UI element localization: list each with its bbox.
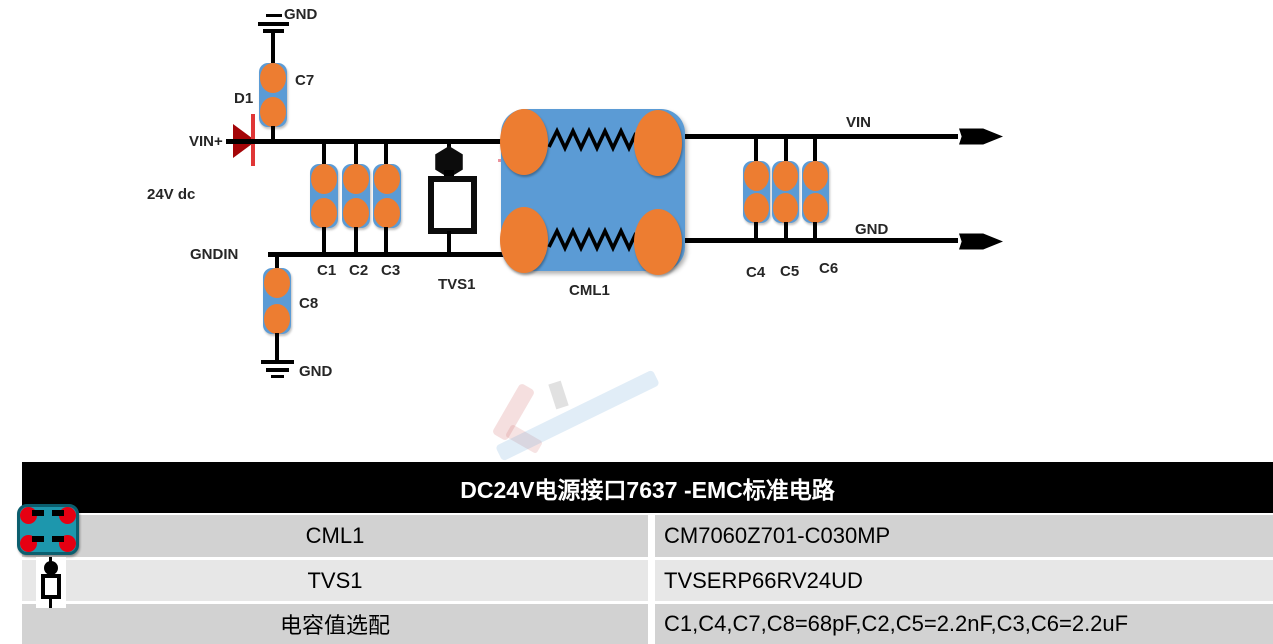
table-row: CML1 CM7060Z701-C030MP (22, 515, 1273, 557)
wire-stub (322, 143, 326, 165)
column-divider (648, 515, 655, 557)
gnd-out-label: GND (855, 221, 889, 238)
d1-label: D1 (234, 90, 254, 107)
cml1-label: CML1 (569, 282, 610, 299)
c3-label: C3 (381, 262, 401, 279)
part-number-cell: C1,C4,C7,C8=68pF,C2,C5=2.2nF,C3,C6=2.2uF (655, 604, 1273, 644)
coil-winding-bottom (547, 226, 638, 253)
column-divider (648, 604, 655, 644)
c2-label: C2 (349, 262, 369, 279)
component-ref-cell: TVS1 (22, 560, 648, 601)
gnd-output-arrow-icon (959, 233, 1003, 250)
tvs-diode-icon (36, 557, 66, 608)
capacitor-c5 (772, 161, 799, 223)
capacitor-c4 (743, 161, 770, 223)
wire-gnd-to-c7 (271, 32, 275, 65)
wire-stub (384, 227, 388, 254)
common-mode-choke-icon (17, 504, 79, 555)
c5-label: C5 (780, 263, 800, 280)
component-ref-cell: CML1 (22, 515, 648, 557)
wire-stub (784, 222, 788, 240)
gnd-top-label: GND (284, 6, 318, 23)
wire-stub (322, 227, 326, 254)
cml1-terminal (500, 207, 548, 273)
vin-output-arrow-icon (959, 128, 1003, 145)
wire-stub (275, 255, 279, 270)
table-row: 电容值选配 C1,C4,C7,C8=68pF,C2,C5=2.2nF,C3,C6… (22, 604, 1273, 644)
capacitor-c3 (373, 164, 401, 228)
supply-voltage-label: 24V dc (147, 186, 196, 203)
table-row: TVS1 TVSERP66RV24UD (22, 560, 1273, 601)
gnd-bottom-label: GND (299, 363, 333, 380)
capacitor-c2 (342, 164, 370, 228)
wire-gnd-rail-right (680, 238, 958, 243)
vin-plus-label: VIN+ (189, 133, 223, 150)
wire-stub (754, 222, 758, 240)
wire-stub (384, 143, 388, 165)
column-divider (648, 560, 655, 601)
wire-c8-to-gnd (275, 333, 279, 361)
wire-c7-to-rail (271, 126, 275, 142)
capacitor-c1 (310, 164, 338, 228)
vin-out-label: VIN (846, 114, 872, 131)
coil-winding-top (547, 126, 638, 153)
gndin-label: GNDIN (190, 246, 239, 263)
capacitor-c8 (263, 268, 291, 334)
tvs-body (428, 176, 477, 234)
watermark-logo (548, 380, 569, 410)
capacitor-c7 (259, 63, 287, 127)
capacitor-c6 (802, 161, 829, 223)
wire-stub (813, 138, 817, 163)
component-ref-cell: 电容值选配 (22, 604, 648, 644)
wire-stub (813, 222, 817, 240)
c6-label: C6 (819, 260, 839, 277)
wire-stub (354, 143, 358, 165)
wire-stub (447, 231, 451, 254)
capacitor-terminal (260, 97, 286, 127)
tvs1-label: TVS1 (438, 276, 476, 293)
wire-stub (784, 138, 788, 163)
c1-label: C1 (317, 262, 337, 279)
wire-stub (354, 227, 358, 254)
wire-gnd-rail-left (268, 252, 510, 257)
wire-stub (754, 138, 758, 163)
part-number-cell: TVSERP66RV24UD (655, 560, 1273, 601)
table-title: DC24V电源接口7637 -EMC标准电路 (22, 462, 1273, 513)
part-number-cell: CM7060Z701-C030MP (655, 515, 1273, 557)
tvs-neck (444, 170, 454, 178)
wire-vin-rail-left (226, 139, 510, 144)
c7-label: C7 (295, 72, 315, 89)
cml1-terminal (634, 209, 682, 275)
cml1-terminal (634, 110, 682, 176)
cml1-terminal (500, 109, 548, 175)
wire-vin-rail-right (680, 134, 958, 139)
c8-label: C8 (299, 295, 319, 312)
capacitor-terminal (260, 63, 286, 93)
c4-label: C4 (746, 264, 766, 281)
